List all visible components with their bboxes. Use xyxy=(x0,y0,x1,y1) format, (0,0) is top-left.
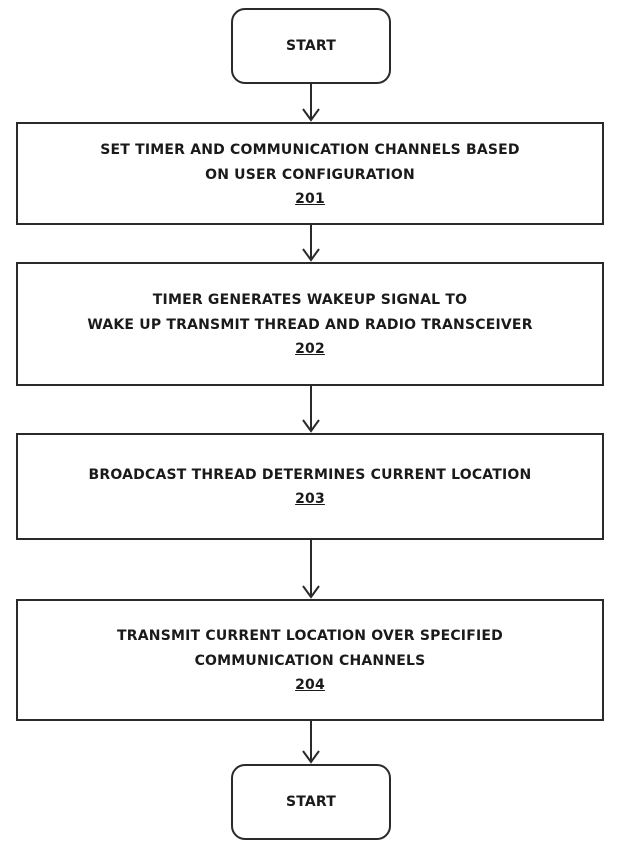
process-step-203: BROADCAST THREAD DETERMINES CURRENT LOCA… xyxy=(16,433,604,540)
step-text-line: ON USER CONFIGURATION xyxy=(205,166,415,183)
process-step-204: TRANSMIT CURRENT LOCATION OVER SPECIFIED… xyxy=(16,599,604,721)
step-text-line: BROADCAST THREAD DETERMINES CURRENT LOCA… xyxy=(88,467,532,483)
process-step-201: SET TIMER AND COMMUNICATION CHANNELS BAS… xyxy=(16,122,604,225)
start-terminal-top: START xyxy=(231,8,391,84)
start-terminal-label: START xyxy=(285,38,337,54)
step-text-line: COMMUNICATION CHANNELS xyxy=(194,653,426,669)
step-reference-number: 204 xyxy=(295,677,325,693)
arrowhead-201-to-202 xyxy=(302,248,320,262)
step-reference-number: 202 xyxy=(295,341,325,357)
arrowhead-203-to-204 xyxy=(302,585,320,599)
step-text-line: TIMER GENERATES WAKEUP SIGNAL TO xyxy=(152,292,468,308)
step-reference-number: 203 xyxy=(295,491,325,507)
step-reference-number: 201 xyxy=(295,190,325,207)
step-text-line: TRANSMIT CURRENT LOCATION OVER SPECIFIED xyxy=(117,628,503,644)
step-text-line: SET TIMER AND COMMUNICATION CHANNELS BAS… xyxy=(100,141,520,158)
arrowhead-start-to-201 xyxy=(302,108,320,122)
arrowhead-202-to-203 xyxy=(302,419,320,433)
process-step-202: TIMER GENERATES WAKEUP SIGNAL TO WAKE UP… xyxy=(16,262,604,386)
start-terminal-label: START xyxy=(285,794,337,810)
start-terminal-bottom: START xyxy=(231,764,391,840)
arrowhead-204-to-end xyxy=(302,750,320,764)
step-text-line: WAKE UP TRANSMIT THREAD AND RADIO TRANSC… xyxy=(87,317,533,333)
